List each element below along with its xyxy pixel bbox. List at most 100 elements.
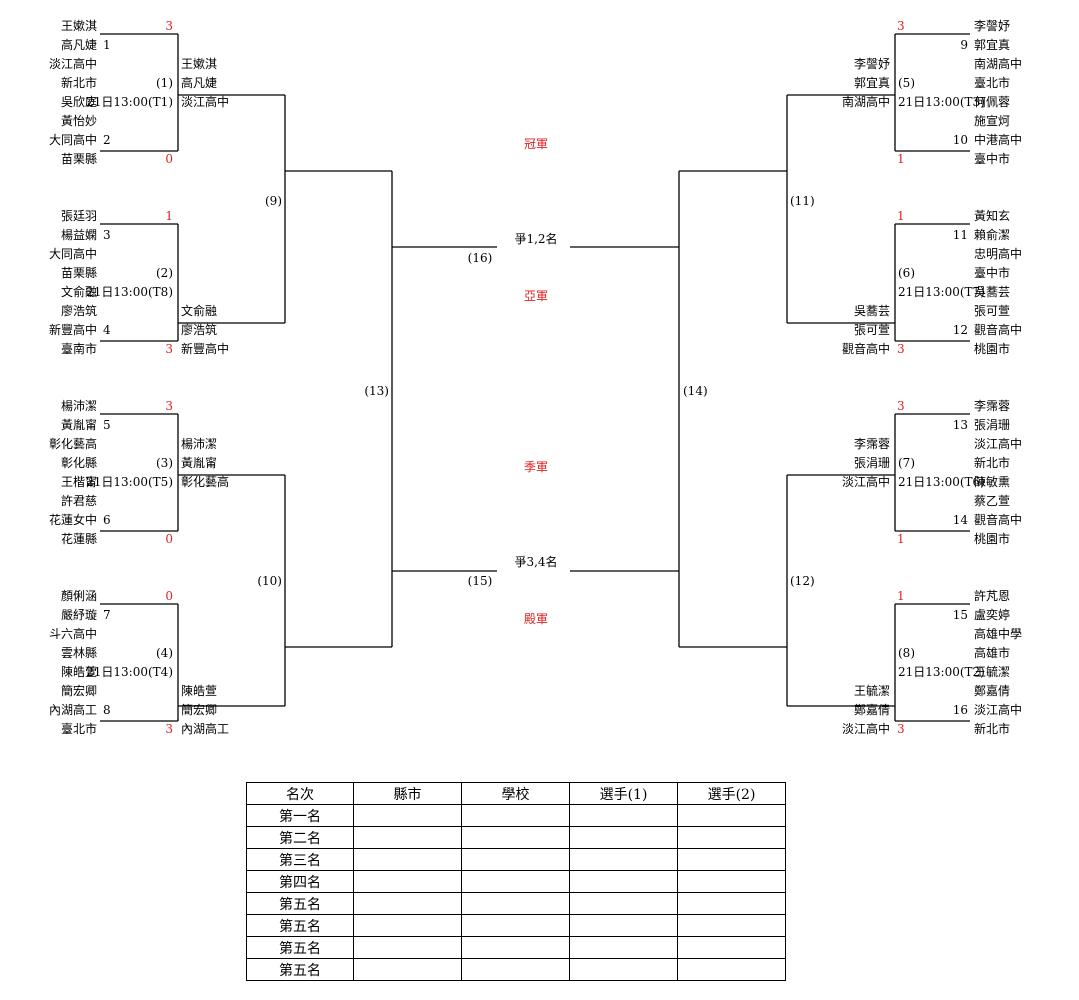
entry-city: 新北市 (974, 455, 1010, 470)
empty-cell (569, 936, 678, 959)
entry-seed: 3 (103, 228, 111, 242)
rank-cell: 第五名 (246, 892, 354, 915)
entry-p2: 廖浩筑 (61, 303, 97, 318)
empty-cell (461, 870, 570, 893)
ranking-row: 第四名 (246, 870, 786, 893)
ranking-row: 第五名 (246, 958, 786, 981)
match-number: (7) (898, 456, 915, 470)
winner-player-1: 李謦妤 (854, 56, 890, 71)
entry-score: 1 (897, 532, 905, 546)
match-number: (10) (257, 574, 282, 588)
entry-p1: 王楷甯 (61, 474, 97, 489)
entry-city: 臺中市 (974, 151, 1010, 166)
entry-city: 桃園市 (974, 341, 1010, 356)
entry-score: 3 (897, 342, 905, 356)
empty-cell (569, 914, 678, 937)
empty-cell (353, 826, 462, 849)
entry-seed: 10 (953, 133, 968, 147)
entry-school: 大同高中 (49, 132, 97, 147)
empty-cell (353, 892, 462, 915)
entry-seed: 5 (103, 418, 111, 432)
entry-p2: 賴俞潔 (974, 227, 1010, 242)
winner-player-1: 王毓潔 (854, 683, 890, 698)
match-number: (11) (790, 194, 815, 208)
champion-label: 冠軍 (524, 137, 548, 151)
winner-player-2: 張可萱 (854, 323, 890, 337)
winner-school: 彰化藝高 (181, 474, 229, 489)
entry-score: 1 (165, 209, 173, 223)
match-time: 21日13:00(T6) (898, 475, 985, 489)
entry-p2: 高凡婕 (61, 37, 97, 52)
match-number: (2) (156, 266, 173, 280)
entry-city: 臺南市 (61, 341, 97, 356)
entry-score: 3 (165, 19, 173, 33)
entry-school: 淡江高中 (974, 436, 1022, 451)
winner-school: 淡江高中 (842, 721, 890, 736)
entry-school: 彰化藝高 (49, 436, 97, 451)
empty-cell (569, 870, 678, 893)
empty-cell (569, 958, 678, 981)
empty-cell (569, 804, 678, 827)
entry-seed: 4 (103, 323, 111, 337)
rank-cell: 第五名 (246, 914, 354, 937)
entry-school: 南湖高中 (974, 56, 1022, 71)
entry-p1: 黃知玄 (974, 208, 1010, 223)
entry-p2: 簡宏卿 (61, 683, 97, 698)
entry-seed: 6 (103, 513, 111, 527)
empty-cell (677, 914, 786, 937)
empty-cell (461, 804, 570, 827)
entry-p2: 蔡乙萱 (974, 494, 1010, 508)
ranking-row: 第三名 (246, 848, 786, 871)
match-number: (14) (683, 384, 708, 398)
entry-score: 0 (165, 589, 173, 603)
entry-score: 3 (165, 342, 173, 356)
entry-seed: 14 (953, 513, 969, 527)
col-school: 學校 (461, 782, 570, 805)
ranking-row: 第一名 (246, 804, 786, 827)
entry-score: 3 (165, 399, 173, 413)
empty-cell (461, 826, 570, 849)
match-time: 21日13:00(T5) (86, 475, 173, 489)
entry-seed: 1 (103, 38, 111, 52)
entry-seed: 12 (953, 323, 968, 337)
match-number: (9) (265, 194, 282, 208)
entry-p1: 顏俐涵 (61, 588, 97, 603)
col-player-2: 選手(2) (677, 782, 786, 805)
empty-cell (677, 848, 786, 871)
empty-cell (677, 870, 786, 893)
entry-score: 3 (165, 722, 173, 736)
entry-score: 3 (897, 722, 905, 736)
match-time: 21日13:00(T4) (86, 665, 173, 679)
entry-school: 觀音高中 (974, 322, 1022, 337)
empty-cell (461, 936, 570, 959)
match-number: (12) (790, 574, 815, 588)
entry-school: 高雄中學 (974, 626, 1022, 641)
entry-p1: 王嫰淇 (61, 18, 97, 33)
entry-p2: 楊益嫻 (61, 227, 97, 242)
empty-cell (461, 848, 570, 871)
rank-cell: 第四名 (246, 870, 354, 893)
entry-p2: 施宣炣 (974, 113, 1010, 128)
winner-player-2: 郭宜真 (854, 75, 890, 90)
empty-cell (461, 958, 570, 981)
col-city: 縣市 (353, 782, 462, 805)
empty-cell (677, 892, 786, 915)
empty-cell (677, 826, 786, 849)
entry-p1: 許芃恩 (974, 589, 1010, 603)
match-number: (4) (156, 646, 173, 660)
winner-player-2: 簡宏卿 (181, 702, 217, 717)
rank-cell: 第三名 (246, 848, 354, 871)
entry-p1: 陳敏熏 (974, 474, 1010, 489)
entry-p2: 盧奕婷 (974, 607, 1010, 622)
empty-cell (677, 936, 786, 959)
entry-city: 苗栗縣 (61, 152, 97, 166)
entry-school: 忠明高中 (974, 246, 1022, 261)
entry-school: 淡江高中 (49, 56, 97, 71)
empty-cell (353, 848, 462, 871)
empty-cell (353, 936, 462, 959)
entry-p1: 陳皓萱 (61, 665, 97, 679)
entry-score: 3 (897, 19, 905, 33)
entry-p1: 吳蕎芸 (974, 285, 1010, 299)
ranking-header-row: 名次 縣市 學校 選手(1) 選手(2) (246, 782, 786, 805)
match-time: 21日13:00(T7) (898, 285, 985, 299)
